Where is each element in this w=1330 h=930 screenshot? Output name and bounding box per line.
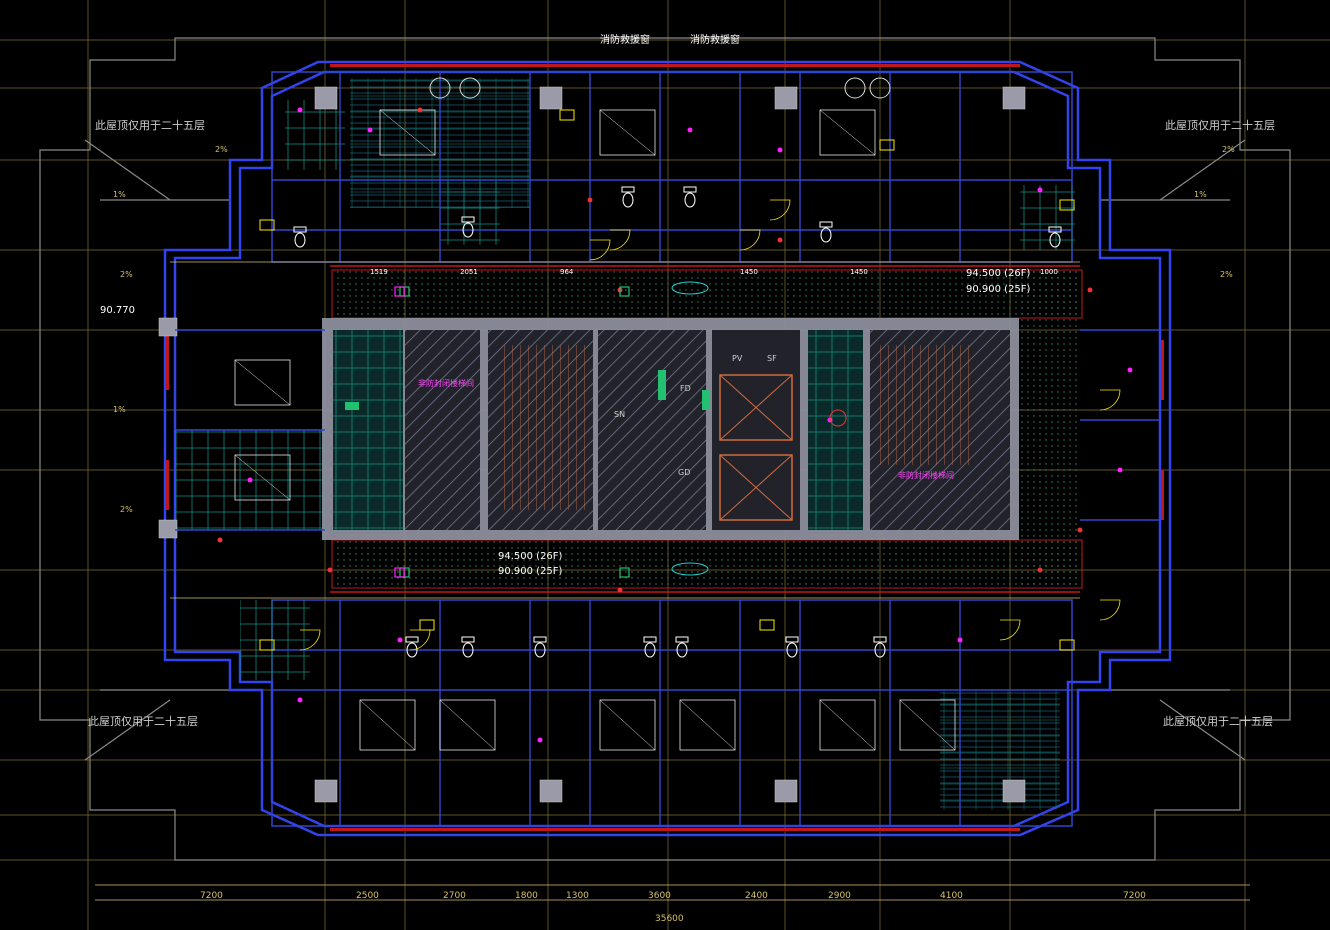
top-guestrooms [271, 71, 1075, 263]
total-dimension: 35600 [655, 914, 684, 924]
top-dims-item: 2051 [460, 268, 478, 276]
top-dims-item: 1519 [370, 268, 388, 276]
columns [158, 86, 1026, 803]
top-dims-item: 1450 [850, 268, 868, 276]
bottom-guestrooms [240, 599, 1073, 827]
elevation-bottom-25f: 90.900 (25F) [498, 566, 563, 577]
fd-label: FD [680, 384, 691, 393]
slopes-item: 1% [113, 190, 126, 199]
gd-label: GD [678, 468, 691, 477]
pv-label: PV [732, 354, 743, 363]
corridors [330, 265, 1083, 593]
partitions [175, 72, 1160, 826]
building-outline [163, 60, 1172, 837]
sn-label: SN [614, 410, 626, 419]
elevation-top-26f: 94.500 (26F) [966, 268, 1031, 279]
slopes-item: 2% [120, 505, 133, 514]
bottom-dims-item: 2900 [828, 891, 851, 901]
bottom-dims-item: 2500 [356, 891, 379, 901]
fixtures [217, 77, 1133, 751]
dimension-lines [95, 261, 1250, 901]
rescue-window-label-1: 消防救援窗 [600, 35, 650, 46]
core [322, 318, 1019, 540]
bottom-dims-item: 2400 [745, 891, 768, 901]
top-dims-item: 1450 [740, 268, 758, 276]
slopes-item: 2% [120, 270, 133, 279]
slopes-item: 2% [1222, 145, 1235, 154]
elevation-top-25f: 90.900 (25F) [966, 284, 1031, 295]
top-dims-item: 1000 [1040, 268, 1058, 276]
slopes-item: 2% [215, 145, 228, 154]
stair-left-label: 非防封闭楼梯间 [418, 379, 474, 388]
sf-label: SF [767, 354, 777, 363]
roof-note-top-left: 此屋顶仅用于二十五层 [95, 119, 205, 132]
bottom-dims-item: 2700 [443, 891, 466, 901]
roof-outline [39, 37, 1291, 861]
rescue-window-label-2: 消防救援窗 [690, 35, 740, 46]
elevation-bottom-26f: 94.500 (26F) [498, 551, 563, 562]
slopes-item: 1% [113, 405, 126, 414]
bottom-dims-item: 1800 [515, 891, 538, 901]
exterior-wall-strips [166, 64, 1164, 831]
slopes-item: 2% [1220, 270, 1233, 279]
bottom-dims-item: 7200 [200, 891, 223, 901]
slopes-item: 1% [1194, 190, 1207, 199]
roof-note-top-right: 此屋顶仅用于二十五层 [1165, 119, 1275, 132]
bottom-dims-item: 4100 [940, 891, 963, 901]
top-dims-item: 964 [560, 268, 574, 276]
roof-note-bottom-right: 此屋顶仅用于二十五层 [1163, 715, 1273, 728]
stair-right-label: 非防封闭楼梯间 [898, 471, 954, 480]
elevation-left: 90.770 [100, 305, 135, 316]
bottom-dims-item: 7200 [1123, 891, 1146, 901]
bottom-dims-item: 1300 [566, 891, 589, 901]
bottom-dims-item: 3600 [648, 891, 671, 901]
roof-note-bottom-left: 此屋顶仅用于二十五层 [88, 715, 198, 728]
